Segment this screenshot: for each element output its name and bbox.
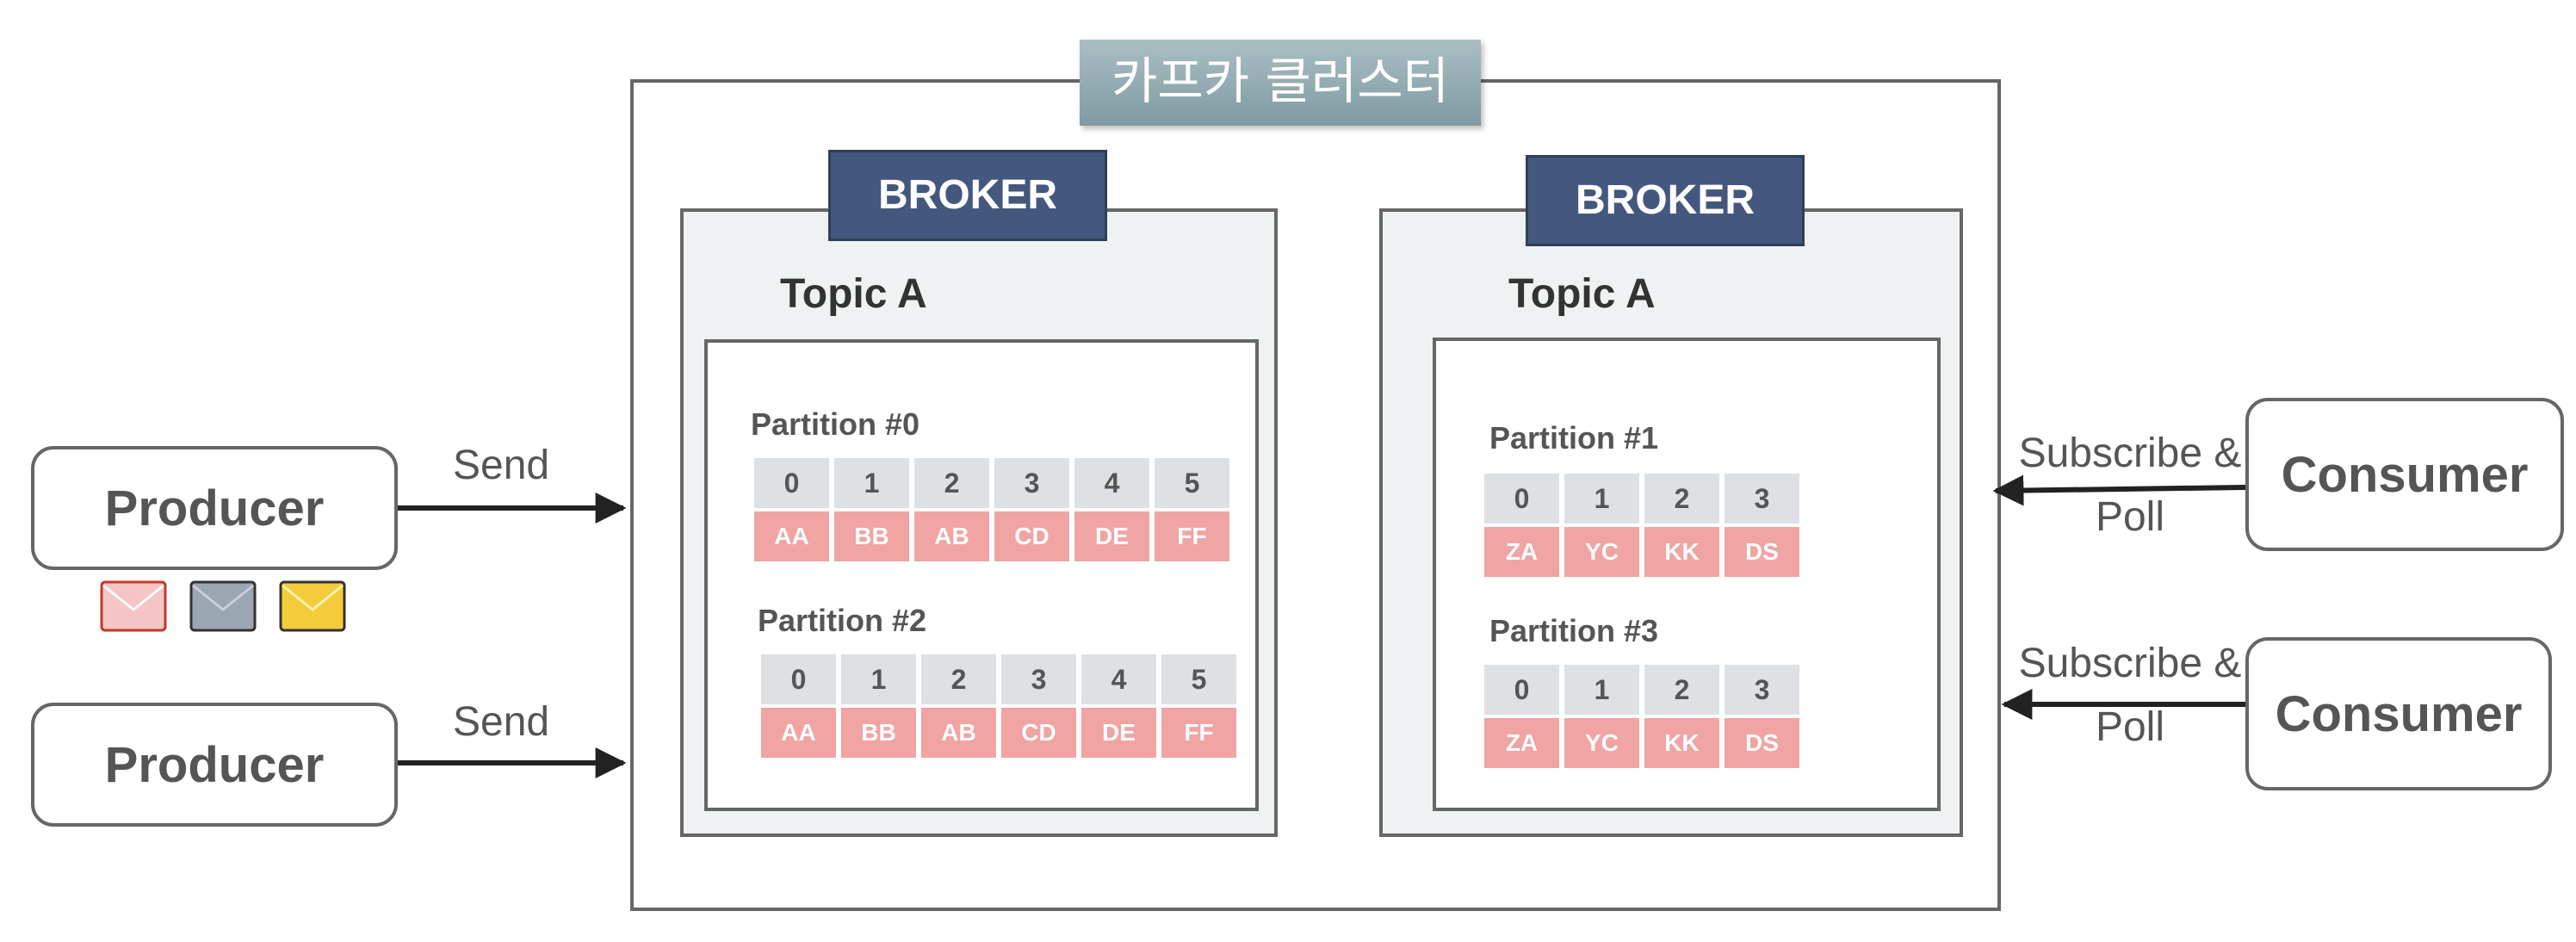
consumer-1: Consumer [2245, 398, 2564, 551]
partition-offset-cell: 1 [834, 458, 909, 508]
send-label: Send [453, 699, 550, 745]
message-cell: DE [1074, 511, 1149, 561]
consumer-2: Consumer [2245, 637, 2552, 790]
message-cell: AA [761, 708, 836, 758]
message-cell: BB [834, 511, 909, 561]
envelope-2 [279, 580, 346, 632]
partition-offset-cell: 1 [1564, 474, 1639, 524]
partition-offset-cell: 0 [761, 654, 836, 704]
envelope-1 [189, 580, 257, 632]
pink-envelope-icon [100, 580, 167, 632]
partition-offset-cell: 2 [921, 654, 996, 704]
partition-offset-cell: 0 [1484, 665, 1559, 715]
envelope-0 [100, 580, 167, 632]
partition-offset-cell: 1 [1564, 665, 1639, 715]
message-cell: DS [1725, 527, 1799, 577]
message-cell: YC [1564, 718, 1639, 768]
partition-offset-cell: 4 [1074, 458, 1149, 508]
partition-label: Partition #3 [1489, 613, 1659, 648]
broker-1-label: BROKER [828, 150, 1107, 241]
subscribe-label: Subscribe & Poll [2009, 632, 2251, 760]
message-cell: KK [1644, 527, 1719, 577]
partition-offset-cell: 3 [1001, 654, 1076, 704]
partition-offset-cell: 3 [1725, 474, 1799, 524]
partition-offset-cell: 0 [754, 458, 829, 508]
producer-2: Producer [31, 703, 398, 827]
message-cell: FF [1155, 511, 1229, 561]
message-cell: AB [921, 708, 996, 758]
message-cell: ZA [1484, 527, 1559, 577]
yellow-envelope-icon [279, 580, 346, 632]
cluster-title: 카프카 클러스터 [1080, 40, 1481, 126]
message-cell: CD [1001, 708, 1076, 758]
subscribe-line-1: Subscribe & [2018, 641, 2242, 686]
partition-offset-cell: 3 [1725, 665, 1799, 715]
partition-offset-cell: 5 [1161, 654, 1236, 704]
partition-offset-cell: 4 [1081, 654, 1156, 704]
message-cell: ZA [1484, 718, 1559, 768]
subscribe-line-2: Poll [2095, 494, 2165, 541]
partition-offset-cell: 5 [1155, 458, 1229, 508]
producer-1: Producer [31, 446, 398, 570]
message-cell: CD [994, 511, 1069, 561]
broker-2-label: BROKER [1526, 155, 1805, 246]
message-cell: AA [754, 511, 829, 561]
subscribe-line-2: Poll [2095, 704, 2165, 751]
broker-2-topic: Topic A [1508, 271, 1656, 317]
send-label: Send [453, 443, 550, 488]
partition-label: Partition #0 [751, 406, 920, 442]
partition-offset-cell: 0 [1484, 474, 1559, 524]
broker-1-topic: Topic A [780, 271, 927, 317]
partition-offset-cell: 2 [1644, 474, 1719, 524]
partition-label: Partition #2 [758, 603, 927, 638]
partition-offset-cell: 1 [841, 654, 916, 704]
message-cell: YC [1564, 527, 1639, 577]
partition-label: Partition #1 [1489, 420, 1659, 456]
message-cell: KK [1644, 718, 1719, 768]
message-cell: DE [1081, 708, 1156, 758]
subscribe-line-1: Subscribe & [2018, 431, 2242, 476]
partition-offset-cell: 2 [1644, 665, 1719, 715]
message-cell: DS [1725, 718, 1799, 768]
gray-envelope-icon [189, 580, 257, 632]
message-cell: FF [1161, 708, 1236, 758]
partition-offset-cell: 2 [914, 458, 989, 508]
partition-offset-cell: 3 [994, 458, 1069, 508]
message-cell: BB [841, 708, 916, 758]
subscribe-label: Subscribe & Poll [2009, 422, 2251, 550]
message-cell: AB [914, 511, 989, 561]
